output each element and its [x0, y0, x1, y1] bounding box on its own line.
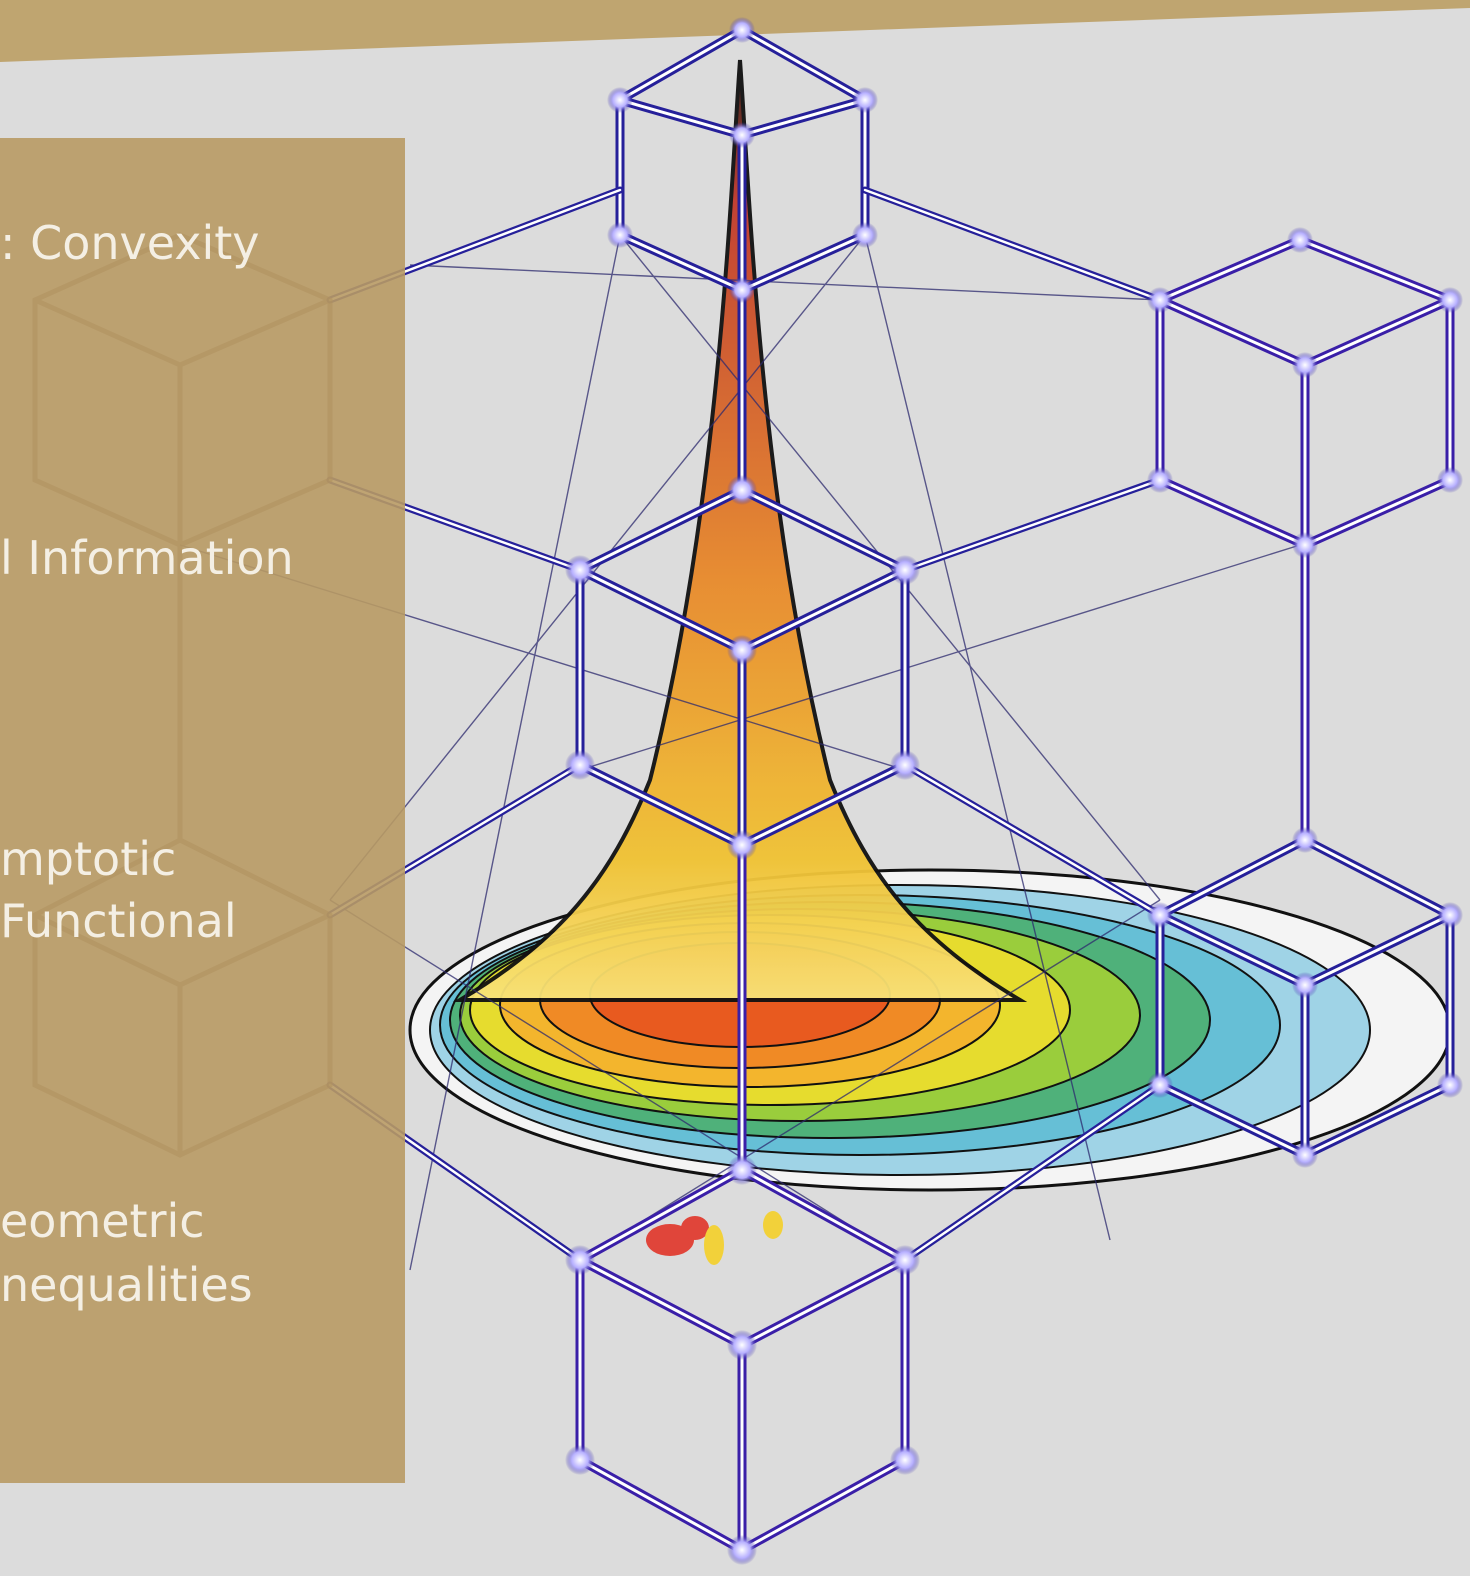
topic-convexity: : Convexity — [0, 216, 260, 270]
topic-geometric-line2: nequalities — [0, 1258, 253, 1312]
topic-information: l Information — [0, 531, 294, 585]
topic-panel — [0, 138, 405, 1483]
topic-geometric-line1: eometric — [0, 1194, 205, 1248]
lattice-nodes — [565, 17, 1463, 1565]
color-blobs — [646, 1211, 783, 1265]
topic-asymptotic-line1: mptotic — [0, 832, 177, 886]
topic-asymptotic-line2: Functional — [0, 894, 237, 948]
